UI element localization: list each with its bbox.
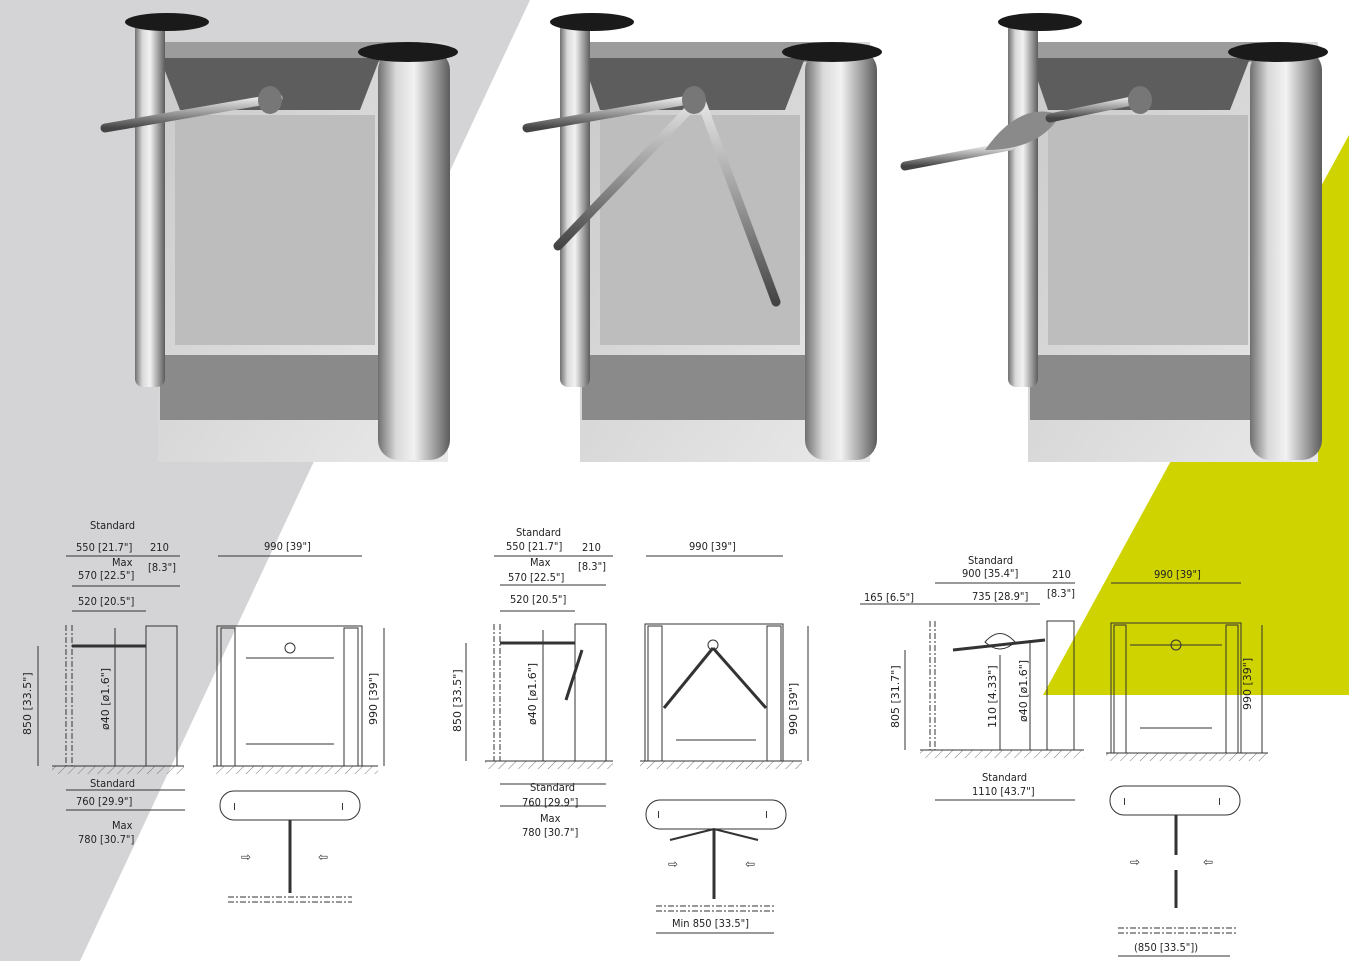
d2-cap-width: 210 bbox=[582, 541, 601, 554]
d2-bottom-standard-label: Standard bbox=[530, 781, 576, 794]
drawing-1-technical: ⇨ ⇦ I I bbox=[37, 555, 385, 903]
d1-depth-standard: 550 [21.7"] bbox=[76, 541, 133, 554]
svg-text:⇦: ⇦ bbox=[1203, 855, 1213, 869]
d1-front-height: 990 [39"] bbox=[367, 672, 380, 725]
d1-cap-width-in: [8.3"] bbox=[148, 561, 177, 574]
svg-text:I: I bbox=[341, 802, 344, 813]
d1-front-width: 990 [39"] bbox=[264, 540, 311, 553]
d3-top-standard-label: Standard bbox=[968, 554, 1014, 567]
d3-height: 805 [31.7"] bbox=[889, 665, 902, 728]
d3-bottom-standard: 1110 [43.7"] bbox=[972, 785, 1035, 798]
d1-top-standard-label: Standard bbox=[90, 519, 136, 532]
d2-passage: Min 850 [33.5"] bbox=[672, 917, 750, 930]
d2-depth-max: 570 [22.5"] bbox=[508, 571, 565, 584]
d1-depth-max: 570 [22.5"] bbox=[78, 569, 135, 582]
d3-arm-length: 735 [28.9"] bbox=[972, 590, 1029, 603]
d1-tube-diameter: ø40 [ø1.6"] bbox=[99, 667, 112, 730]
d2-max-label: Max bbox=[530, 556, 551, 569]
d3-offset: 165 [6.5"] bbox=[864, 591, 915, 604]
d1-bottom-max-label: Max bbox=[112, 819, 133, 832]
svg-text:⇦: ⇦ bbox=[318, 850, 328, 864]
d1-bottom-max: 780 [30.7"] bbox=[78, 833, 135, 846]
d2-arm-length: 520 [20.5"] bbox=[510, 593, 567, 606]
d3-depth-standard: 900 [35.4"] bbox=[962, 567, 1019, 580]
svg-text:I: I bbox=[1218, 797, 1221, 808]
d1-max-label: Max bbox=[112, 556, 133, 569]
svg-text:I: I bbox=[657, 810, 660, 821]
d1-height: 850 [33.5"] bbox=[21, 672, 34, 735]
d3-tube-diameter: ø40 [ø1.6"] bbox=[1017, 659, 1030, 722]
d2-front-width: 990 [39"] bbox=[689, 540, 736, 553]
svg-text:⇨: ⇨ bbox=[1130, 855, 1140, 869]
d3-joint-height: 110 [4.33"] bbox=[986, 665, 999, 728]
d3-cap-width-in: [8.3"] bbox=[1047, 587, 1076, 600]
svg-text:I: I bbox=[765, 810, 768, 821]
svg-text:⇦: ⇦ bbox=[745, 857, 755, 871]
d2-top-standard-label: Standard bbox=[516, 526, 562, 539]
drawing-3-technical: ⇨ ⇦ I I bbox=[860, 582, 1268, 957]
d2-depth-standard: 550 [21.7"] bbox=[506, 540, 563, 553]
d2-cap-width-in: [8.3"] bbox=[578, 560, 607, 573]
d1-bottom-standard: 760 [29.9"] bbox=[76, 795, 133, 808]
turnstile-3-render bbox=[900, 13, 1328, 462]
drawing-2-technical: ⇨ ⇦ I I bbox=[465, 555, 809, 934]
d3-cap-width: 210 bbox=[1052, 568, 1071, 581]
svg-text:⇨: ⇨ bbox=[668, 857, 678, 871]
d1-cap-width: 210 bbox=[150, 541, 169, 554]
svg-text:I: I bbox=[233, 802, 236, 813]
d1-bottom-standard-label: Standard bbox=[90, 777, 136, 790]
svg-text:⇨: ⇨ bbox=[241, 850, 251, 864]
d2-tube-diameter: ø40 [ø1.6"] bbox=[526, 662, 539, 725]
turnstile-1-render bbox=[100, 13, 458, 462]
d3-front-height: 990 [39"] bbox=[1241, 657, 1254, 710]
d3-front-width: 990 [39"] bbox=[1154, 568, 1201, 581]
svg-text:I: I bbox=[1123, 797, 1126, 808]
d3-bottom-standard-label: Standard bbox=[982, 771, 1028, 784]
d2-height: 850 [33.5"] bbox=[451, 669, 464, 732]
d2-bottom-max-label: Max bbox=[540, 812, 561, 825]
turnstile-2-render bbox=[522, 13, 882, 462]
d3-passage: (850 [33.5"]) bbox=[1134, 941, 1199, 954]
d2-front-height: 990 [39"] bbox=[787, 682, 800, 735]
d2-bottom-max: 780 [30.7"] bbox=[522, 826, 579, 839]
d2-bottom-standard: 760 [29.9"] bbox=[522, 796, 579, 809]
d1-arm-length: 520 [20.5"] bbox=[78, 595, 135, 608]
